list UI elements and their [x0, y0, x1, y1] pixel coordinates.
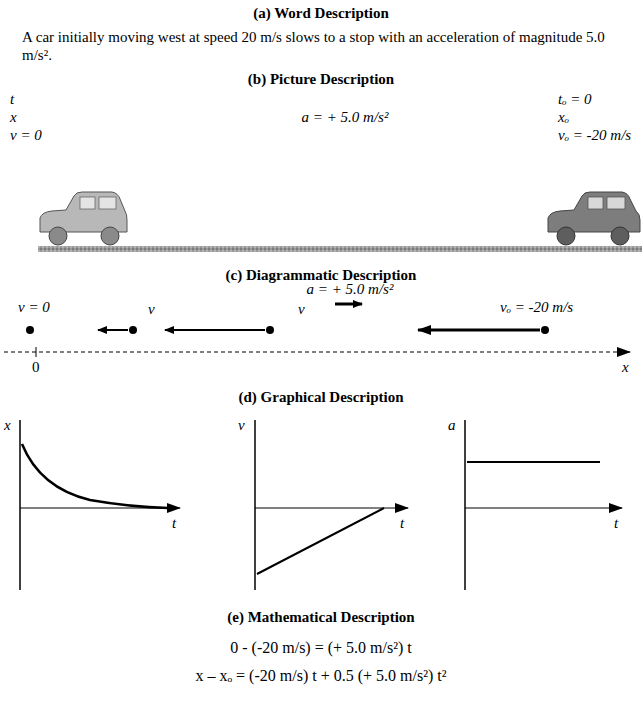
acceleration-label: a = + 5.0 m/s² — [307, 280, 394, 298]
final-position: x — [10, 108, 17, 126]
section-heading: (b) Picture Description — [248, 70, 394, 88]
velocity-label: v = 0 — [18, 298, 50, 316]
initial-time: tₒ = 0 — [558, 90, 592, 108]
velocity-arrow — [98, 329, 128, 331]
acceleration-arrow — [335, 303, 362, 306]
initial-velocity: vₒ = -20 m/s — [558, 126, 631, 144]
velocity-arrow — [418, 329, 540, 332]
origin-tick — [36, 347, 37, 357]
velocity-label: v — [298, 300, 305, 318]
final-velocity: v = 0 — [10, 126, 42, 144]
x-axis — [4, 352, 630, 353]
axis-origin: 0 — [32, 358, 40, 376]
axis-label: t — [614, 514, 618, 532]
equation: 0 - (-20 m/s) = (+ 5.0 m/s²) t — [230, 638, 412, 657]
final-time: t — [10, 90, 14, 108]
axis-label: v — [238, 416, 245, 434]
position-dot — [26, 326, 34, 334]
velocity-label: v — [148, 300, 155, 318]
acceleration-graph — [465, 420, 622, 590]
axis-label: t — [172, 514, 176, 532]
car-left — [40, 192, 127, 245]
velocity-label: vₒ = -20 m/s — [500, 298, 573, 316]
axis-label: a — [448, 416, 456, 434]
axis-label: x — [622, 358, 629, 376]
velocity-arrow — [165, 329, 265, 331]
car-right — [548, 192, 640, 245]
section-heading: (e) Mathematical Description — [227, 608, 414, 626]
section-heading: (a) Word Description — [253, 4, 389, 22]
axis-label: x — [4, 416, 11, 434]
position-dot — [541, 326, 549, 334]
position-dot — [266, 326, 274, 334]
section-heading: (d) Graphical Description — [239, 388, 404, 406]
position-dot — [129, 326, 137, 334]
road — [38, 246, 642, 252]
equation: x – xₒ = (-20 m/s) t + 0.5 (+ 5.0 m/s²) … — [195, 666, 446, 685]
acceleration-label: a = + 5.0 m/s² — [302, 108, 389, 126]
word-description: A car initially moving west at speed 20 … — [22, 28, 622, 64]
position-graph — [20, 420, 180, 590]
axis-label: t — [400, 514, 404, 532]
velocity-graph — [255, 420, 408, 590]
initial-position: xₒ — [558, 108, 569, 126]
